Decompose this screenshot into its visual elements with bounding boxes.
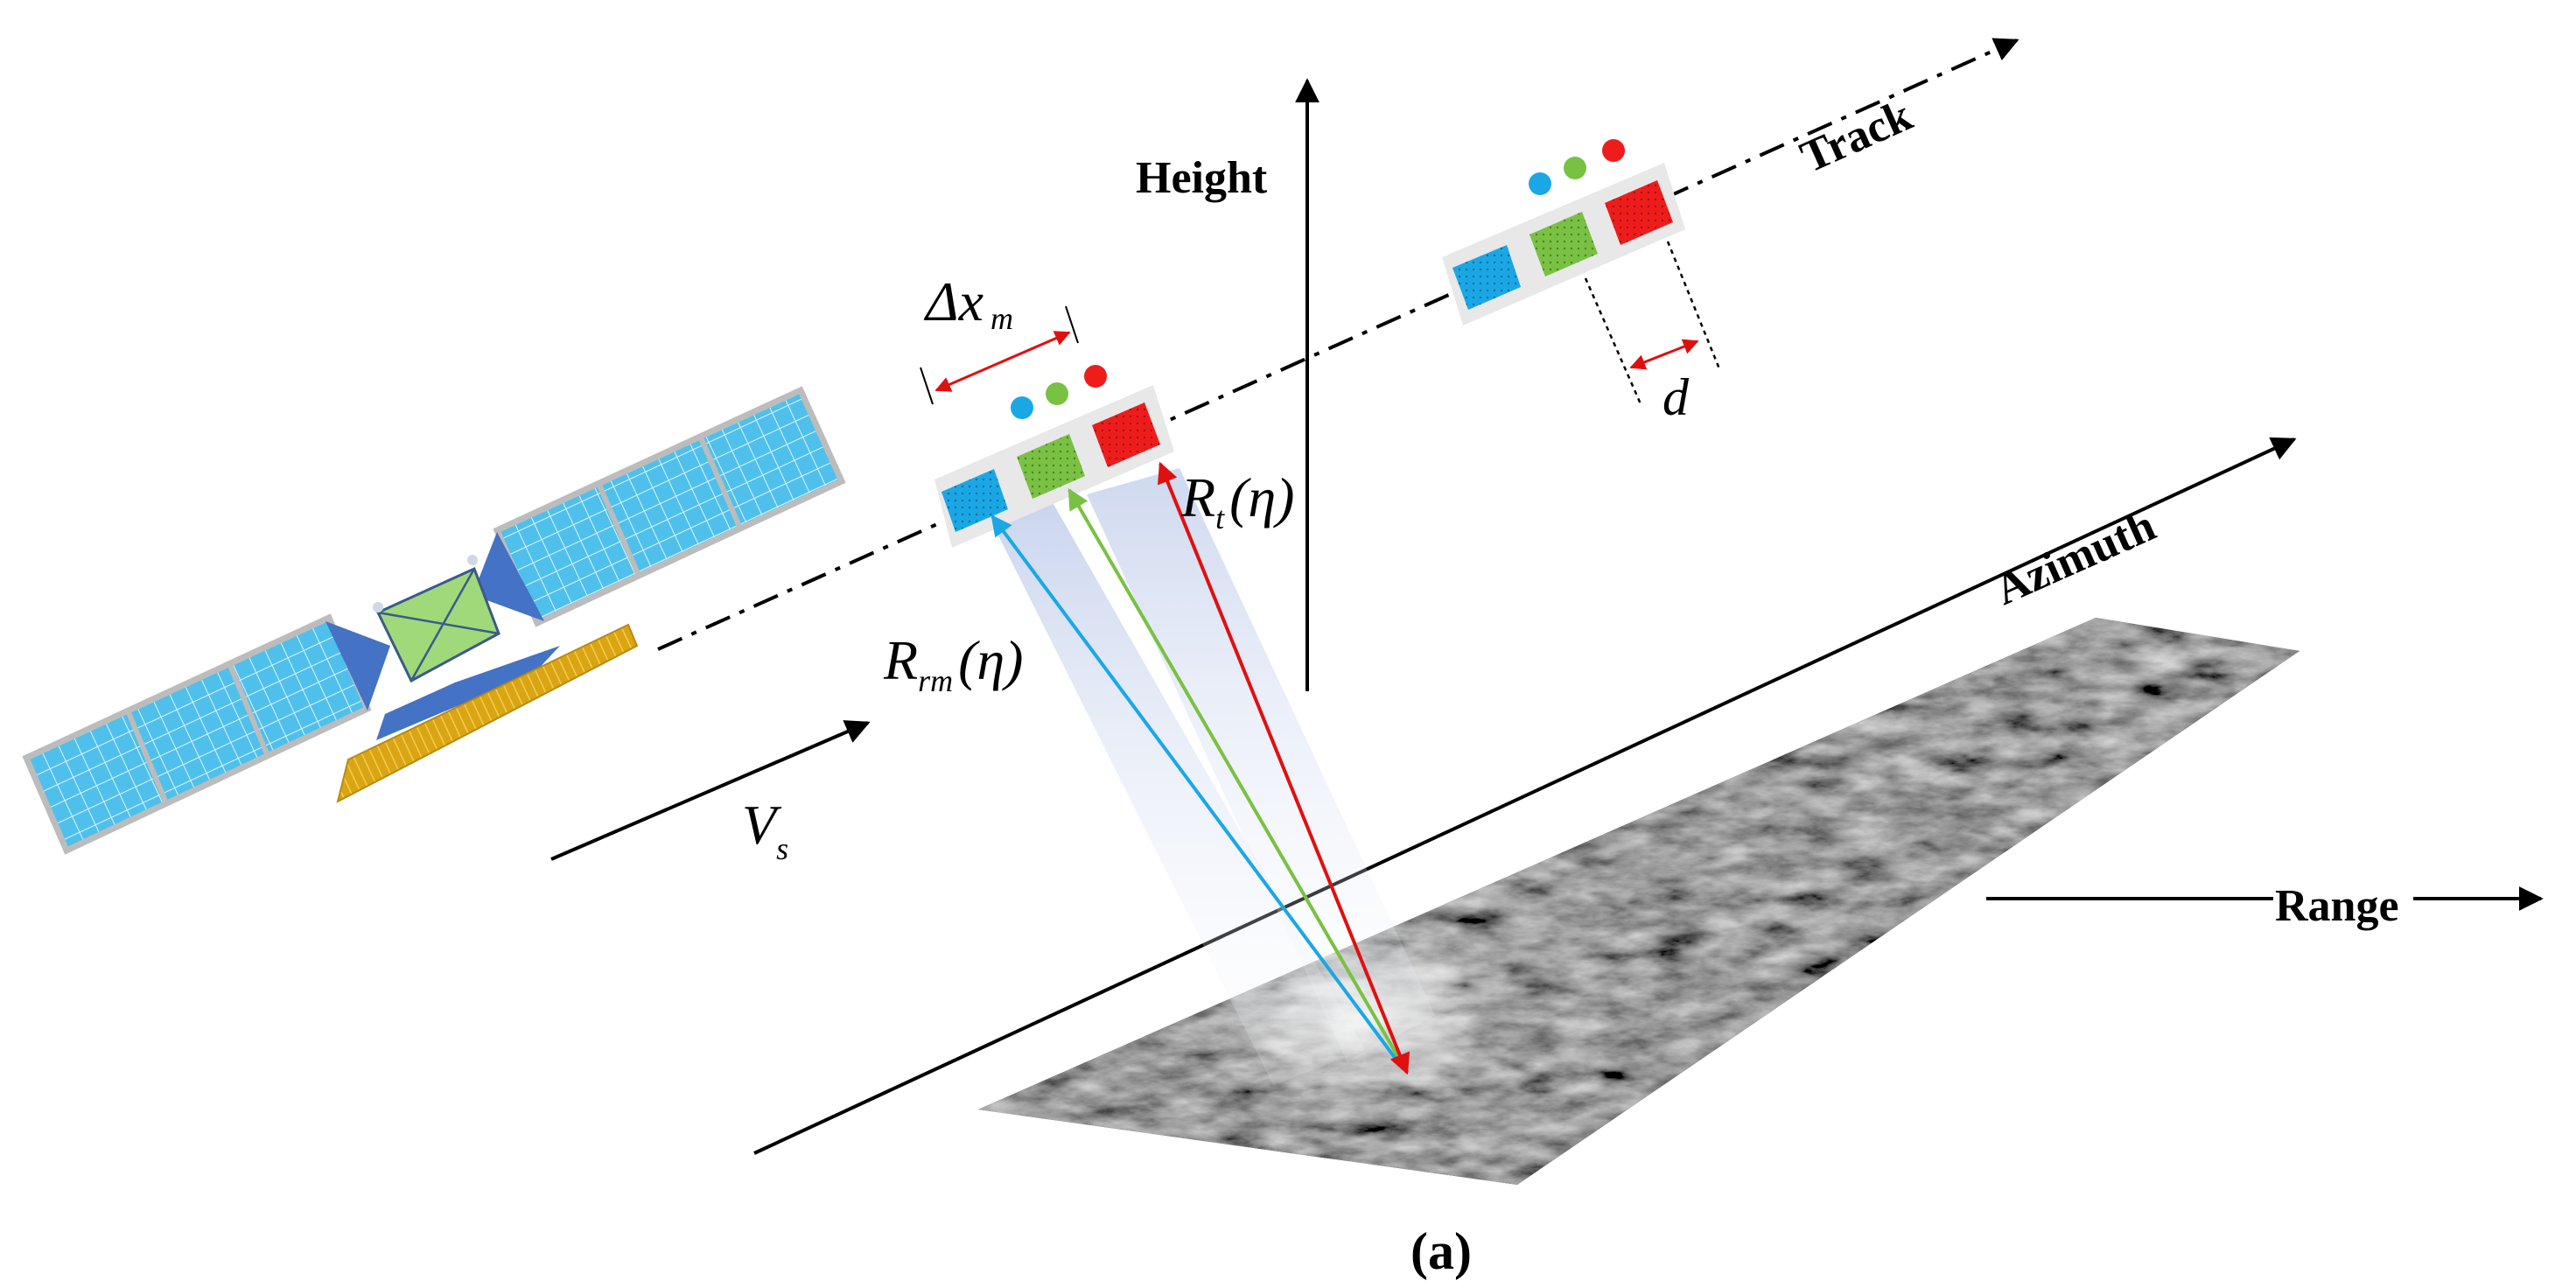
ray-red bbox=[1157, 461, 1410, 1075]
solar-panel-left bbox=[22, 613, 372, 855]
rt-label: Rt(η) bbox=[1180, 466, 1294, 536]
indicator-dot-red bbox=[1084, 365, 1107, 388]
figure-caption: (a) bbox=[1410, 1222, 1472, 1280]
azimuth-axis bbox=[753, 437, 2297, 1155]
rrm-label: Rrm(η) bbox=[883, 629, 1023, 698]
antenna-array-near bbox=[934, 365, 1174, 548]
spacing-label: d bbox=[1662, 368, 1690, 426]
delta-x-dimension bbox=[920, 305, 1079, 405]
indicator-dot-blue bbox=[1011, 396, 1033, 419]
velocity-arrow bbox=[550, 720, 871, 861]
wing-left bbox=[326, 621, 390, 710]
track-label: Track bbox=[1794, 90, 1920, 183]
sar-terrain-image bbox=[978, 618, 2300, 1185]
radar-beams bbox=[993, 468, 1435, 1085]
velocity-label: Vs bbox=[742, 794, 788, 866]
antenna-array bbox=[336, 623, 639, 803]
satellite-body bbox=[373, 555, 500, 683]
spacing-dimension bbox=[1584, 241, 1722, 407]
antenna-array-far bbox=[1442, 139, 1685, 326]
satellite-base bbox=[376, 646, 560, 740]
solar-panel-right bbox=[493, 386, 846, 627]
track-line bbox=[657, 38, 2020, 651]
range-label: Range bbox=[2275, 881, 2399, 931]
wing-right bbox=[472, 532, 544, 621]
azimuth-label: Azimuth bbox=[1988, 500, 2163, 615]
satellite bbox=[22, 386, 846, 855]
indicator-dot-blue bbox=[1529, 172, 1551, 195]
indicator-dot-green bbox=[1564, 157, 1586, 179]
height-label: Height bbox=[1136, 153, 1268, 203]
indicator-dot-red bbox=[1602, 139, 1625, 162]
indicator-dot-green bbox=[1046, 382, 1068, 405]
